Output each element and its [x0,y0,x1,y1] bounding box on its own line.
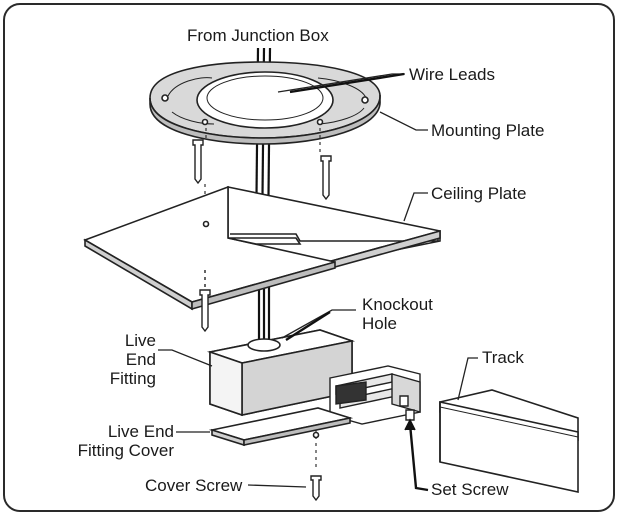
label-ceiling-plate: Ceiling Plate [431,184,527,203]
label-from-junction-box: From Junction Box [187,26,329,45]
mounting-screws [192,139,332,201]
fitting-cover [208,407,354,447]
label-knockout-hole-line2: Hole [362,314,397,333]
label-set-screw: Set Screw [431,480,509,499]
cover-screw [310,475,322,502]
label-track: Track [482,348,524,367]
knockout-arrow [285,310,331,342]
screw-guide-lines [204,128,321,470]
live-end-fitting [206,329,356,417]
label-cover-screw: Cover Screw [145,476,243,495]
mounting-plate [149,61,381,145]
label-knockout-hole-line1: Knockout [362,295,433,314]
set-screw-arrow [404,418,429,492]
connector [329,365,421,425]
label-mounting-plate: Mounting Plate [431,121,545,140]
label-live-end-fitting-line2: End [125,350,156,369]
track [439,389,579,493]
leader-lines [158,73,478,488]
label-fitting-cover-line1: Live End [107,422,174,441]
ceiling-plate [83,185,441,311]
wire-leads-arrow [289,72,405,94]
label-wire-leads: Wire Leads [409,65,495,84]
label-live-end-fitting-line1: Live [124,331,156,350]
ceiling-plate-screw [199,270,211,333]
label-live-end-fitting-line3: Fitting [109,369,156,388]
label-fitting-cover-line2: Fitting Cover [77,441,174,460]
